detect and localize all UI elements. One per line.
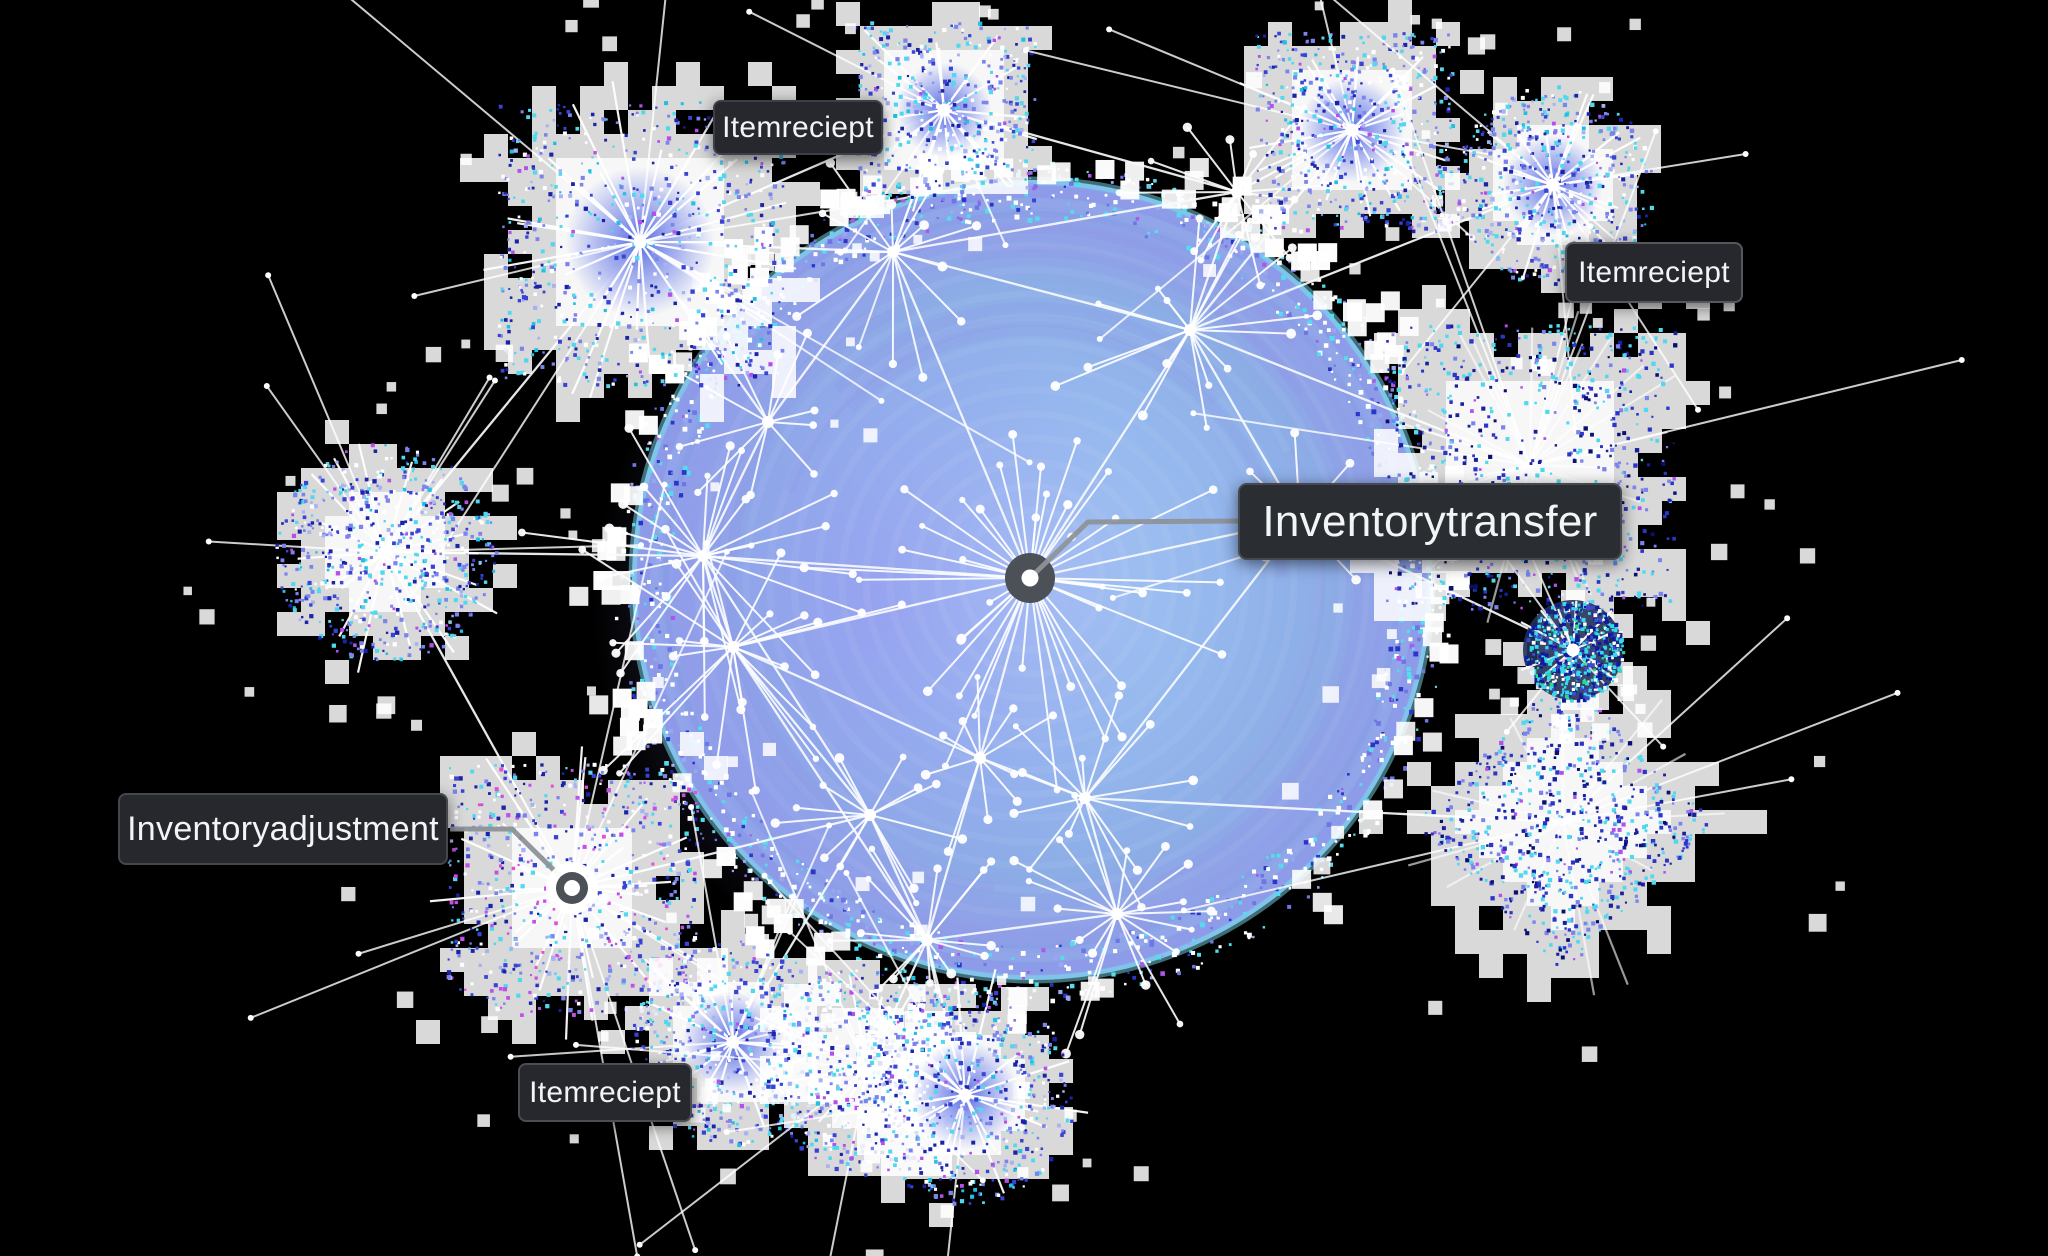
node-label-itemreciept-top[interactable]: Itemreciept xyxy=(713,100,883,155)
node-label-itemreciept-bottom[interactable]: Itemreciept xyxy=(518,1063,692,1122)
node-label-text: Itemreciept xyxy=(722,110,874,144)
selected-nodes xyxy=(450,518,1241,914)
main-cluster-body[interactable] xyxy=(560,108,1504,1052)
graph-edges xyxy=(381,104,1577,1099)
node-label-inventorytransfer[interactable]: Inventorytransfer xyxy=(1238,483,1622,560)
node-label-text: Itemreciept xyxy=(529,1075,681,1109)
label-connector xyxy=(1028,518,1241,580)
cluster-itemreciept-top[interactable] xyxy=(718,0,1052,351)
satellite-clusters xyxy=(183,0,1965,1256)
cluster-left[interactable] xyxy=(183,272,645,731)
cluster-top-right-1[interactable] xyxy=(1022,0,1624,343)
node-label-inventoryadjustment[interactable]: Inventoryadjustment xyxy=(118,793,448,865)
node-label-text: Inventoryadjustment xyxy=(127,809,439,848)
cluster-itemreciept-bottom[interactable] xyxy=(723,869,1149,1256)
node-label-itemreciept-right[interactable]: Itemreciept xyxy=(1565,242,1743,303)
node-label-text: Inventorytransfer xyxy=(1262,496,1598,546)
label-connector xyxy=(450,826,574,890)
node-label-text: Itemreciept xyxy=(1578,255,1730,289)
